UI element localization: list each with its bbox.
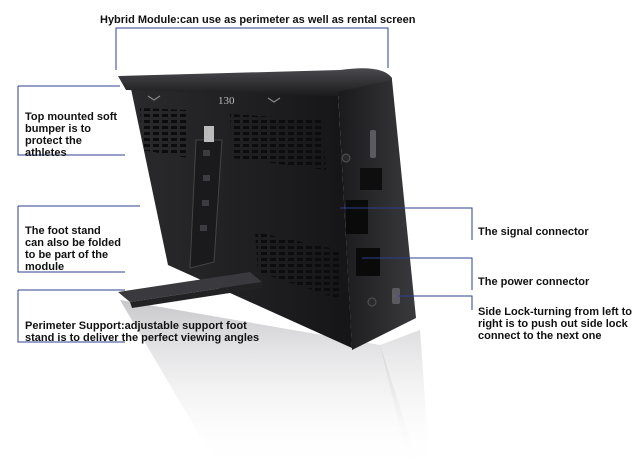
hybrid-module-label: Hybrid Module:can use as perimeter as we…: [100, 14, 416, 26]
signal-connector-label: The signal connector: [478, 226, 589, 238]
side-lock-label: Side Lock-turning from left to right is …: [478, 306, 632, 342]
module-number-text: 130: [218, 95, 235, 107]
module-back-panel: [118, 68, 416, 350]
top-bumper-label: Top mounted soft bumper is to protect th…: [25, 111, 118, 159]
foot-stand-label: The foot stand can also be folded to be …: [25, 225, 121, 273]
power-connector-label: The power connector: [478, 276, 590, 288]
callout-lines: [17, 27, 473, 343]
perimeter-support-label: Perimeter Support:adjustable support foo…: [25, 320, 260, 344]
